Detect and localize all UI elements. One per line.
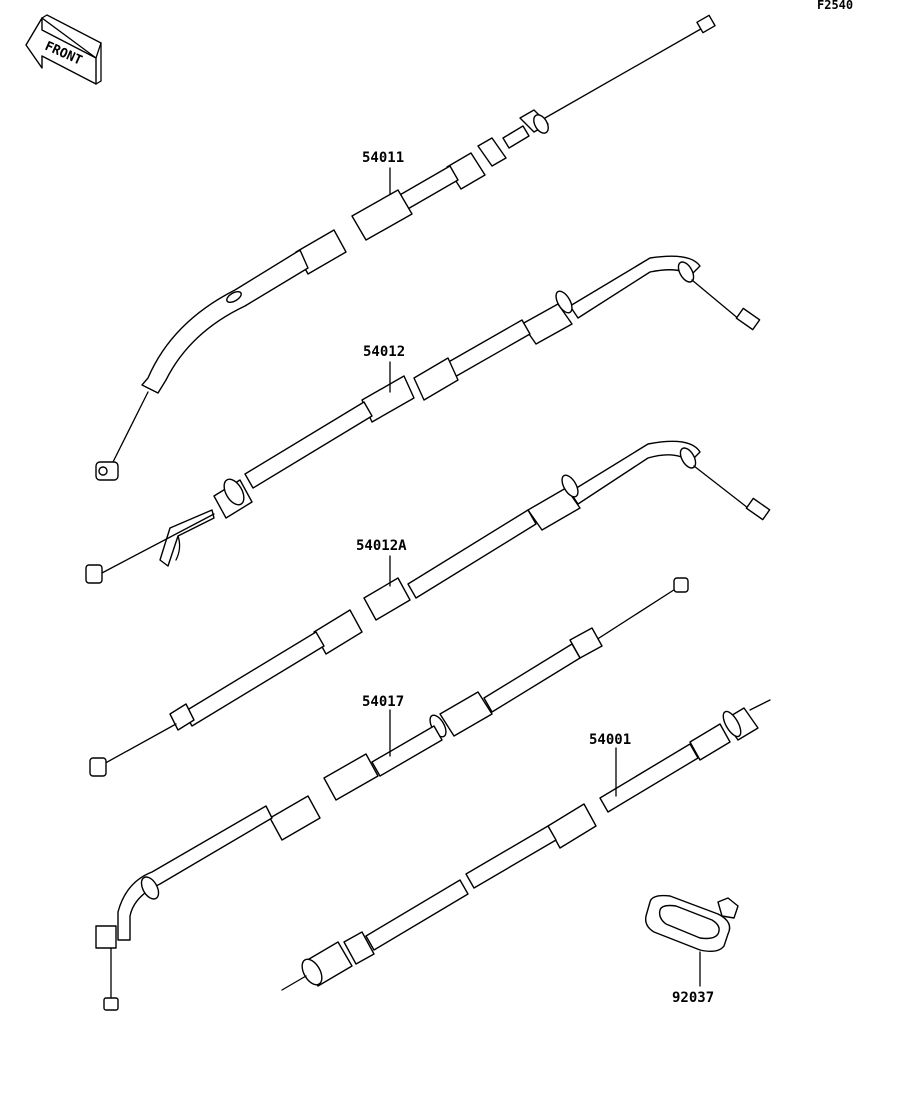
front-direction-arrow-icon: FRONT xyxy=(25,14,102,85)
grommet-92037: 92037 xyxy=(644,894,739,1006)
throttle-cable-54012a: 54012A xyxy=(89,440,771,777)
throttle-cable-54012: 54012 xyxy=(85,255,761,584)
figure-code: F2540 xyxy=(817,0,853,12)
meter-cable-54001: 54001 xyxy=(281,699,771,991)
part-label-54011: 54011 xyxy=(362,150,404,166)
part-label-92037: 92037 xyxy=(672,990,714,1006)
clutch-cable-54017: 54017 xyxy=(95,577,689,1011)
part-label-54012a: 54012A xyxy=(356,538,407,554)
part-label-54017: 54017 xyxy=(362,694,404,710)
part-label-54001: 54001 xyxy=(589,732,631,748)
throttle-cable-54011: 54011 xyxy=(95,14,716,481)
part-label-54012: 54012 xyxy=(363,344,405,360)
